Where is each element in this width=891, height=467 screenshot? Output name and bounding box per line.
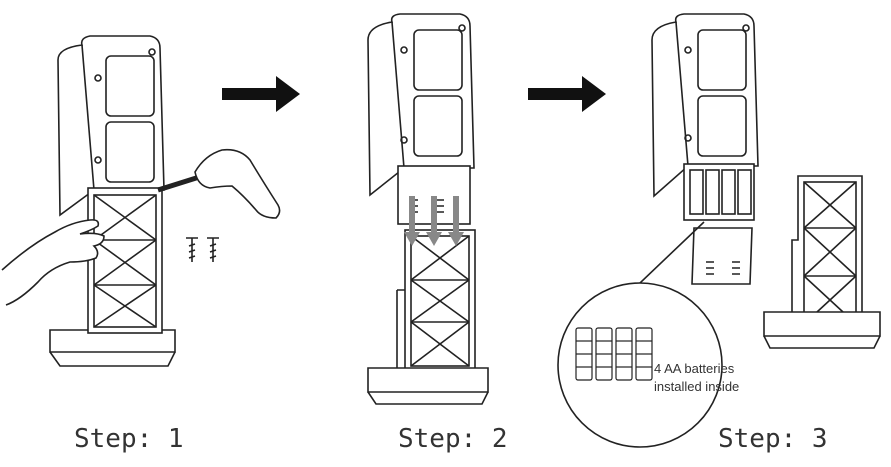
- battery-callout-text: 4 AA batteries installed inside: [654, 360, 739, 396]
- step-3-label: Step: 3: [718, 424, 828, 454]
- step-2-label: Step: 2: [398, 424, 508, 454]
- battery-icon: [575, 327, 653, 381]
- step1-illustration: [1, 35, 281, 367]
- screw-icon: [207, 237, 219, 262]
- callout-line1: 4 AA batteries: [654, 361, 735, 376]
- stand-panel: [87, 187, 163, 334]
- step-1-label: Step: 1: [74, 424, 184, 454]
- stand-panel: [791, 175, 863, 331]
- callout-line2: installed inside: [654, 379, 740, 394]
- hand-icon: [1, 219, 105, 306]
- insert-arrows: [404, 196, 464, 246]
- hand-icon: [194, 148, 281, 219]
- screw-icon: [186, 237, 198, 262]
- step2-illustration: [367, 13, 489, 405]
- right-arrow-icon: [222, 76, 300, 112]
- right-arrow-icon: [528, 76, 606, 112]
- stand-panel: [404, 229, 476, 371]
